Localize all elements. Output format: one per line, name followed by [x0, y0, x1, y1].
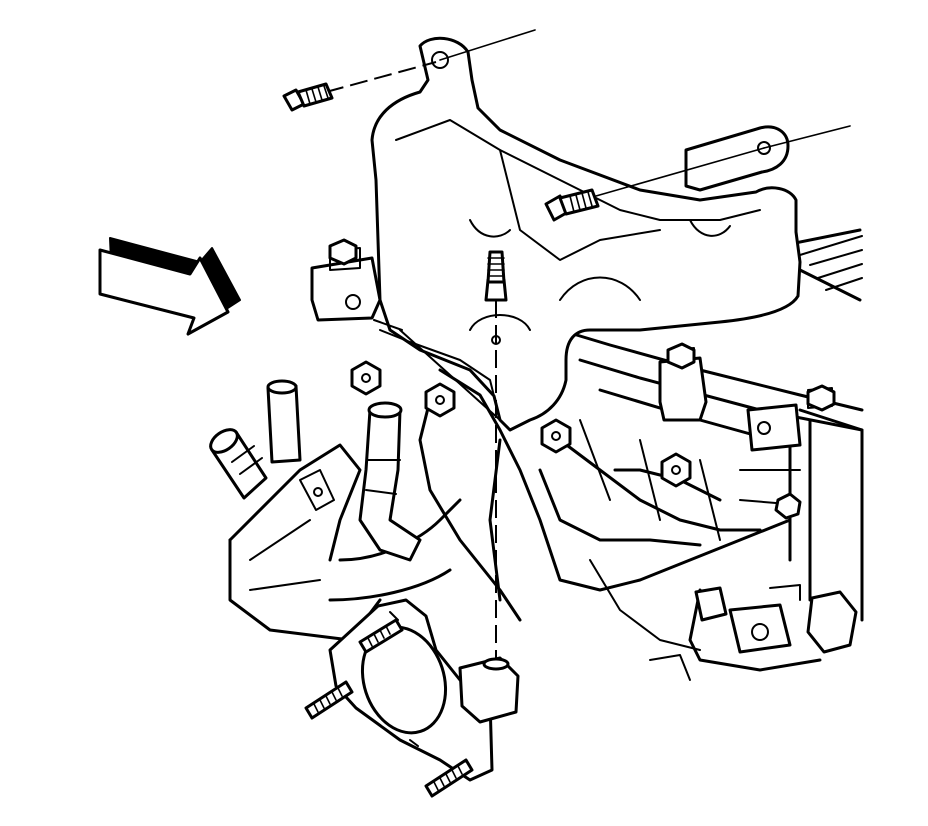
fasteners — [282, 82, 836, 798]
heat-shield — [370, 36, 802, 432]
manifold-nut-1 — [350, 360, 382, 396]
manifold-nut-5 — [328, 238, 836, 520]
shield-bolt-upper-left — [282, 82, 334, 112]
lower-right-assembly — [649, 584, 858, 681]
coolant-outlet — [209, 379, 462, 642]
manifold-stud-3 — [424, 758, 474, 798]
manifold-nut-3 — [540, 418, 572, 454]
manifold-nut-2 — [424, 382, 456, 418]
leader-lines — [325, 29, 851, 660]
shield-bolt-upper-right — [544, 188, 600, 222]
manifold-nut-4 — [660, 452, 692, 488]
manifold-stud-2 — [304, 680, 354, 720]
shield-bolt-center — [484, 250, 508, 302]
head-bracket-left — [310, 247, 382, 322]
direction-arrow — [98, 237, 241, 336]
manifold-flange — [328, 598, 520, 782]
manifold-stud-1 — [358, 618, 404, 654]
head-tab-right — [746, 387, 833, 452]
